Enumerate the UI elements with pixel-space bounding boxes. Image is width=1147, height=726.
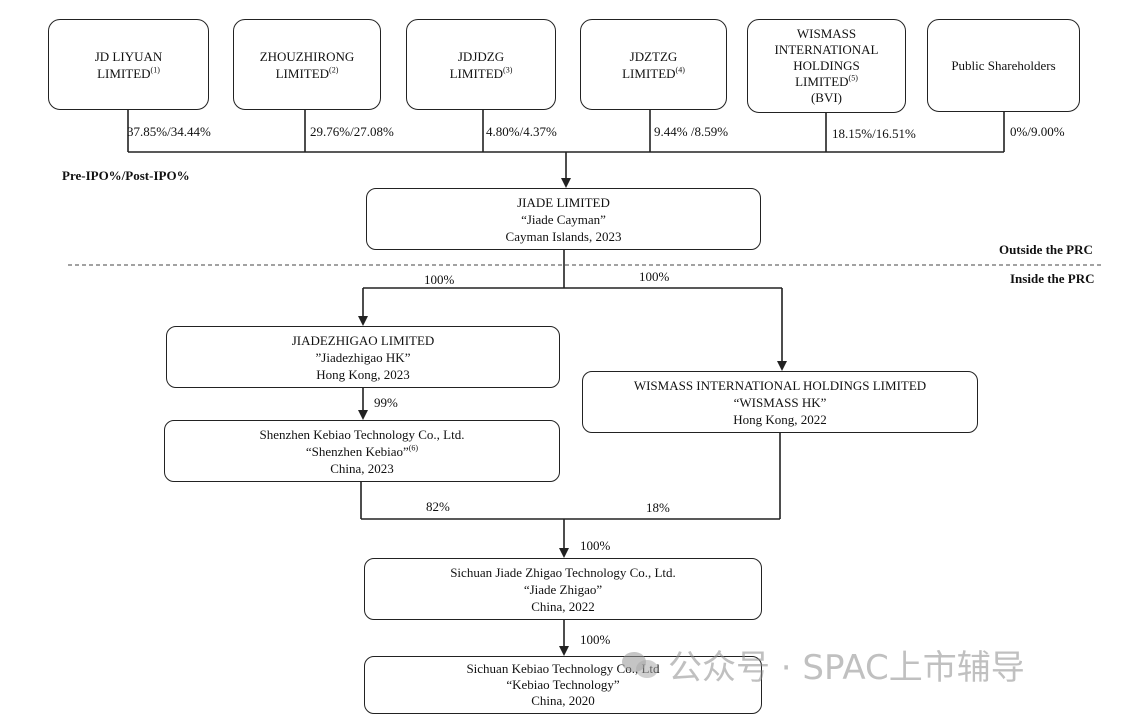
shareholder-name: LIMITED (622, 65, 676, 81)
entity-name: JIADE LIMITED (517, 194, 610, 210)
shareholder-name: JD LIYUAN (94, 48, 163, 64)
footnote-marker: (5) (848, 73, 858, 83)
shareholder-name: ZHOUZHIRONG (259, 48, 355, 64)
entity-alias: “Kebiao Technology” (506, 677, 620, 692)
shareholder-name: JDZTZG (629, 48, 678, 64)
wechat-icon (622, 650, 660, 680)
shareholder-box: JDJDZG LIMITED(3) (406, 19, 556, 110)
entity-box-sichuan-jiade-zhigao: Sichuan Jiade Zhigao Technology Co., Ltd… (364, 558, 762, 620)
watermark-text: 公众号 · SPAC上市辅导 (668, 648, 1025, 688)
entity-alias: ”Jiadezhigao HK” (315, 349, 411, 365)
shareholder-box: JD LIYUAN LIMITED(1) (48, 19, 209, 110)
ownership-percentage: 18% (646, 500, 670, 515)
entity-box-wismass-hk: WISMASS INTERNATIONAL HOLDINGS LIMITED “… (582, 371, 978, 433)
ownership-percentage: 9.44% /8.59% (654, 124, 729, 139)
entity-jurisdiction: China, 2020 (531, 693, 595, 708)
entity-name: Shenzhen Kebiao Technology Co., Ltd. (259, 426, 465, 442)
shareholder-name: LIMITED (449, 65, 504, 81)
shareholder-name: (BVI) (810, 90, 843, 105)
footnote-marker: (6) (408, 443, 419, 453)
shareholder-name: LIMITED (97, 65, 151, 81)
shareholder-box: ZHOUZHIRONG LIMITED(2) (233, 19, 381, 110)
ownership-percentage: 100% (580, 538, 611, 553)
ownership-percentage: 99% (374, 395, 398, 410)
entity-jurisdiction: Hong Kong, 2022 (733, 411, 827, 427)
outside-prc-label: Outside the PRC (999, 242, 1093, 257)
entity-box-jiade-cayman: JIADE LIMITED “Jiade Cayman” Cayman Isla… (366, 188, 761, 250)
watermark: 公众号 · SPAC上市辅导 (622, 640, 1025, 689)
ownership-percentage: 100% (639, 269, 670, 284)
ownership-percentage: 4.80%/4.37% (486, 124, 557, 139)
ownership-percentage: 29.76%/27.08% (310, 124, 394, 139)
ownership-percentage: 100% (424, 272, 455, 287)
entity-alias: “Shenzhen Kebiao” (305, 443, 409, 459)
shareholder-box: WISMASS INTERNATIONAL HOLDINGS LIMITED(5… (747, 19, 906, 113)
shareholder-name: INTERNATIONAL (774, 42, 879, 57)
entity-name: JIADEZHIGAO LIMITED (291, 332, 435, 348)
entity-alias: “Jiade Cayman” (521, 211, 606, 227)
entity-name: Sichuan Kebiao Technology Co., Ltd (466, 661, 660, 676)
ownership-percentage: 0%/9.00% (1010, 124, 1065, 139)
shareholder-name: WISMASS (796, 26, 857, 41)
entity-box-jiadezhigao-hk: JIADEZHIGAO LIMITED ”Jiadezhigao HK” Hon… (166, 326, 560, 388)
shareholder-name: HOLDINGS (793, 58, 860, 73)
shareholder-box: JDZTZG LIMITED(4) (580, 19, 727, 110)
entity-name: WISMASS INTERNATIONAL HOLDINGS LIMITED (633, 377, 927, 393)
pre-post-ipo-label: Pre-IPO%/Post-IPO% (62, 168, 190, 183)
ownership-percentage: 82% (426, 499, 450, 514)
footnote-marker: (2) (329, 65, 339, 75)
ownership-percentage: 100% (580, 632, 611, 647)
entity-box-shenzhen-kebiao: Shenzhen Kebiao Technology Co., Ltd. “Sh… (164, 420, 560, 482)
ownership-percentage: 18.15%/16.51% (832, 126, 916, 141)
ownership-percentage: 37.85%/34.44% (127, 124, 211, 139)
entity-box-sichuan-kebiao: Sichuan Kebiao Technology Co., Ltd “Kebi… (364, 656, 762, 714)
shareholder-name: LIMITED (795, 74, 849, 89)
footnote-marker: (4) (675, 65, 685, 75)
footnote-marker: (1) (150, 65, 160, 75)
footnote-marker: (3) (503, 65, 513, 75)
entity-name: Sichuan Jiade Zhigao Technology Co., Ltd… (450, 564, 676, 580)
shareholder-name: Public Shareholders (951, 58, 1056, 73)
inside-prc-label: Inside the PRC (1010, 271, 1095, 286)
entity-jurisdiction: China, 2023 (330, 460, 394, 476)
entity-alias: “WISMASS HK” (733, 394, 827, 410)
entity-jurisdiction: Hong Kong, 2023 (316, 366, 410, 382)
entity-alias: “Jiade Zhigao” (523, 581, 603, 597)
entity-jurisdiction: China, 2022 (531, 598, 595, 614)
entity-jurisdiction: Cayman Islands, 2023 (505, 228, 622, 244)
shareholder-name: JDJDZG (457, 48, 505, 64)
shareholder-box: Public Shareholders (927, 19, 1080, 112)
shareholder-name: LIMITED (275, 65, 330, 81)
